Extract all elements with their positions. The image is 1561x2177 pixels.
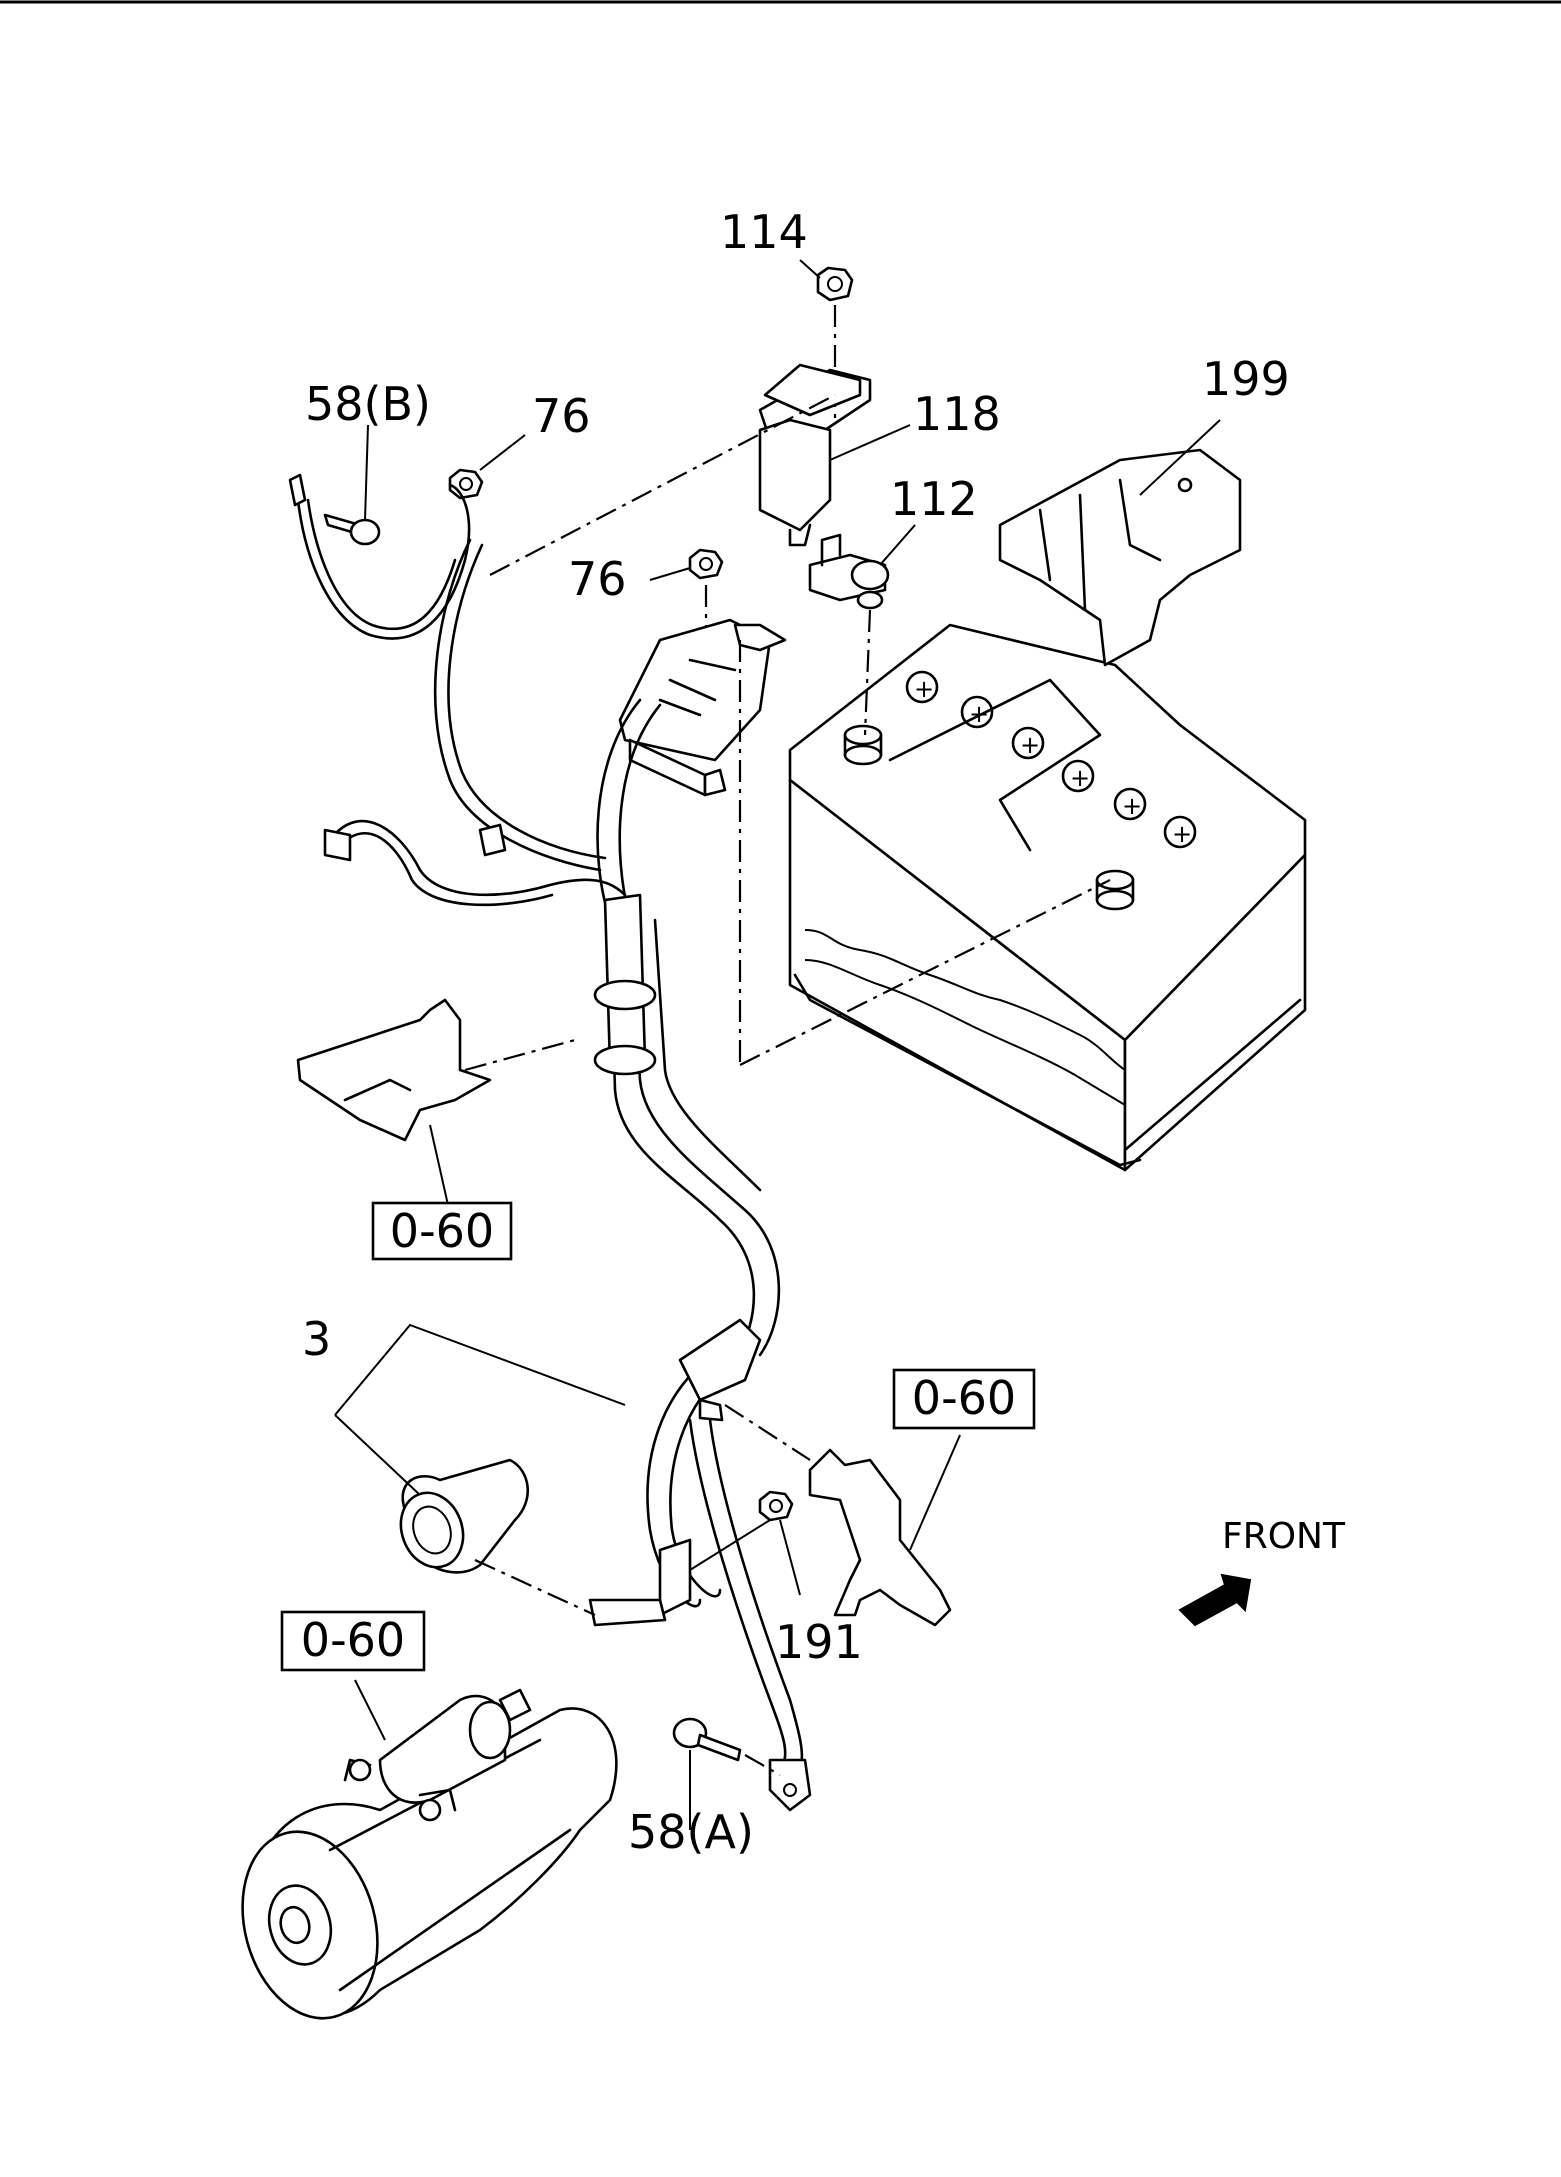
svg-text:+: + (1070, 764, 1090, 792)
label-191: 191 (775, 1615, 863, 1669)
leader-ref3 (354, 1679, 386, 1741)
front-label: FRONT (1222, 1516, 1346, 1557)
starter-motor (241, 1688, 618, 2020)
label-114: 114 (720, 205, 808, 259)
dash-3 (474, 1559, 596, 1616)
dash-negative-to-terminal (739, 879, 1111, 1066)
battery-cable-harness (288, 473, 812, 1812)
terminal-clamp-112 (808, 533, 890, 610)
bracket-left (296, 998, 492, 1142)
leader-ref2 (909, 1434, 961, 1551)
svg-text:+: + (914, 675, 934, 703)
reference-box-2[interactable]: 0-60 (892, 1368, 1036, 1430)
leader-76-upper (479, 434, 526, 471)
battery: + + + + + + (788, 623, 1307, 1172)
battery-terminal-positive (843, 724, 883, 766)
dash-bracket-left (464, 1038, 576, 1072)
dash-76-to-relay (489, 394, 836, 576)
battery-terminal-negative (1095, 869, 1135, 911)
battery-vent-caps: + + + + + + (905, 670, 1197, 849)
nut-76-upper (448, 468, 484, 500)
svg-text:+: + (969, 700, 989, 728)
reference-box-3-label: 0-60 (301, 1613, 405, 1667)
svg-text:+: + (1172, 820, 1192, 848)
label-76-upper: 76 (532, 389, 591, 443)
dash-112-to-terminal (863, 609, 872, 736)
boot-cover-3 (399, 1458, 529, 1574)
leader-112 (879, 524, 916, 566)
nut-191 (758, 1490, 794, 1522)
dash-58a (744, 1754, 781, 1776)
leader-ref1 (429, 1124, 449, 1206)
front-arrow-icon (1178, 1573, 1252, 1627)
label-76-lower: 76 (568, 552, 627, 606)
junction-block (618, 618, 787, 797)
label-58b: 58(B) (305, 377, 431, 431)
leader-3 (334, 1323, 626, 1496)
bolt-58a (672, 1717, 742, 1762)
leader-118 (829, 424, 911, 461)
bolt-58b (323, 513, 381, 546)
label-199: 199 (1202, 352, 1290, 406)
terminal-cover-199 (998, 448, 1242, 667)
leader-114 (799, 259, 821, 279)
reference-box-1[interactable]: 0-60 (371, 1201, 513, 1261)
dash-bracket-right (724, 1404, 811, 1461)
label-58a: 58(A) (628, 1805, 754, 1859)
label-112: 112 (890, 472, 978, 526)
leader-199 (1139, 419, 1221, 496)
leader-191 (689, 1519, 801, 1596)
bracket-right (808, 1448, 952, 1627)
svg-text:+: + (1020, 731, 1040, 759)
svg-text:+: + (1122, 792, 1142, 820)
label-3: 3 (302, 1312, 331, 1366)
reference-box-3[interactable]: 0-60 (280, 1610, 426, 1672)
label-118: 118 (913, 387, 1001, 441)
reference-box-2-label: 0-60 (912, 1371, 1016, 1425)
leader-76-lower (649, 567, 691, 581)
reference-box-1-label: 0-60 (390, 1204, 494, 1258)
leader-58b (364, 424, 369, 521)
